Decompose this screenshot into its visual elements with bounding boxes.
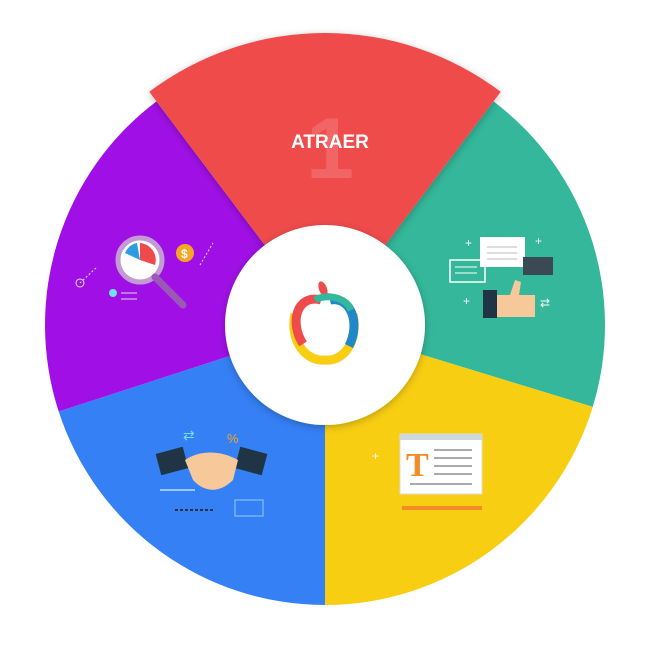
svg-text:⇄: ⇄	[540, 296, 550, 310]
center-circle	[225, 225, 425, 425]
svg-text:+: +	[372, 449, 379, 463]
wheel-segment-attract	[149, 32, 501, 325]
text-document-icon: T +	[372, 433, 483, 510]
handshake-icon: ⇄ %	[155, 427, 268, 517]
segment-number: 1	[306, 101, 354, 197]
svg-text:T: T	[406, 447, 429, 484]
svg-text:$: $	[181, 247, 188, 261]
svg-text:+: +	[465, 236, 472, 250]
svg-text:+: +	[463, 294, 470, 308]
svg-text:%: %	[227, 431, 239, 446]
segment-label-atraer: ATRAER	[291, 132, 369, 153]
magnifier-chart-icon: $	[75, 235, 214, 309]
svg-text:+: +	[535, 234, 542, 248]
svg-text:⇄: ⇄	[183, 427, 195, 443]
apple-logo-icon	[289, 281, 359, 365]
chat-thumbs-up-icon: + + + ⇄	[449, 234, 553, 318]
